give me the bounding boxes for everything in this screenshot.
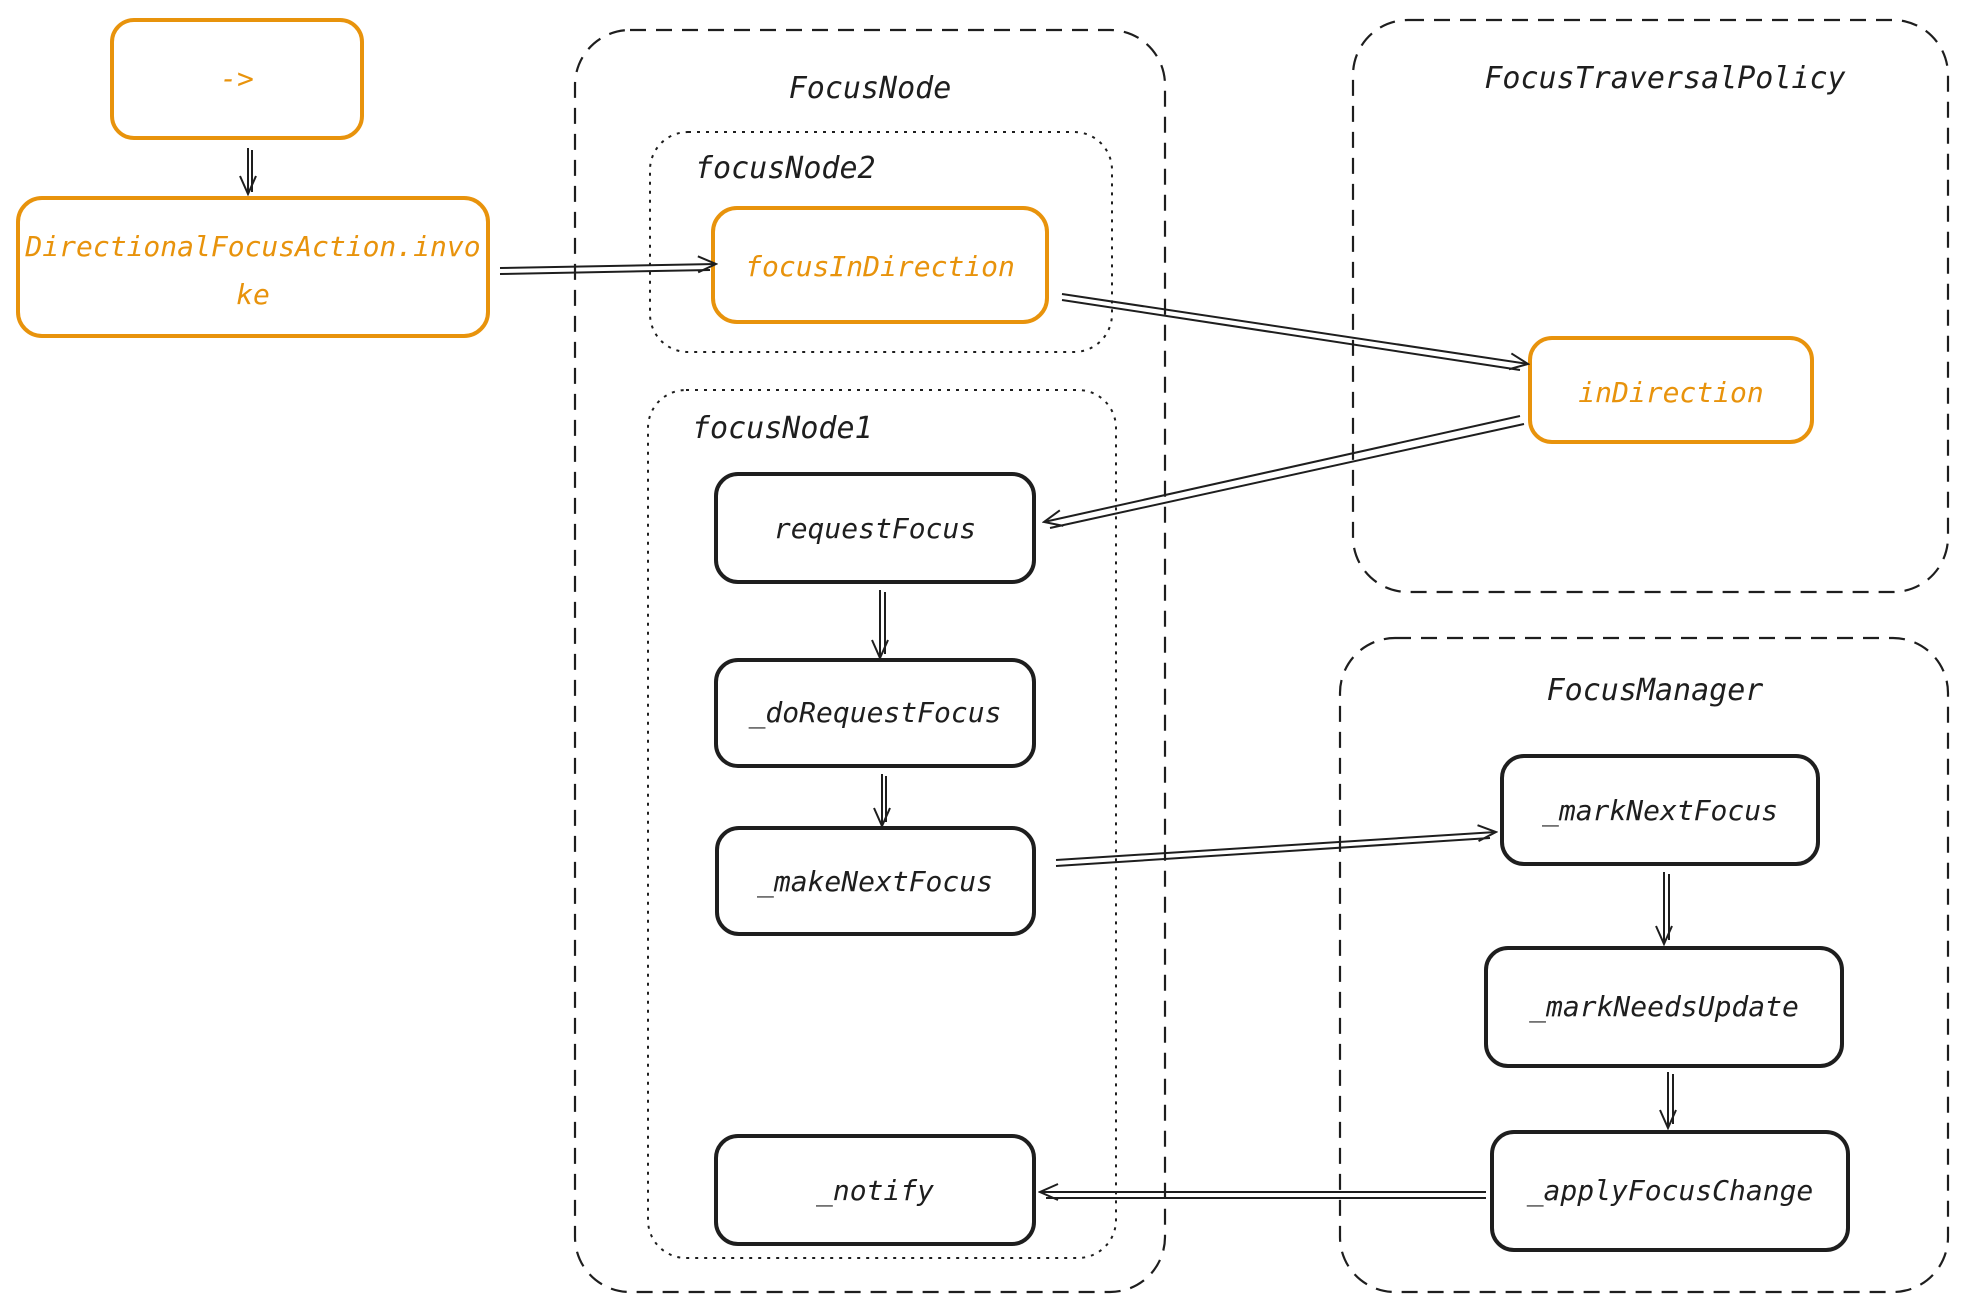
focus-traversal-policy-group-title: FocusTraversalPolicy [1484,61,1845,96]
directional-focus-action-label-line2: ke [236,278,270,311]
arrow-mark-next-focus-to-mark-needs-update [1664,872,1669,944]
focus-traversal-policy-group: FocusTraversalPolicy [1351,18,1950,594]
notify-node[interactable]: _notify [714,1134,1036,1246]
focus-in-direction-node[interactable]: focusInDirection [711,206,1049,324]
request-focus-label: requestFocus [774,512,976,545]
arrow-request-focus-to-do-request-focus [880,590,885,658]
in-direction-label: inDirection [1578,376,1763,409]
focus-in-direction-label: focusInDirection [745,250,1015,283]
do-request-focus-label: _doRequestFocus [749,696,1002,730]
mark-needs-update-node[interactable]: _markNeedsUpdate [1484,946,1844,1068]
arrow-focus-in-direction-to-in-direction [1061,293,1528,371]
arrow-apply-focus-change-to-notify [1040,1192,1486,1198]
start-node[interactable]: -> [110,18,364,140]
arrow-mark-needs-update-to-apply-focus-change [1668,1072,1673,1128]
make-next-focus-node[interactable]: _makeNextFocus [715,826,1036,936]
focus-manager-group: FocusManager [1338,636,1950,1294]
arrow-start-to-directional [248,148,252,194]
request-focus-node[interactable]: requestFocus [714,472,1036,584]
focus-node-group-title: FocusNode [789,71,952,106]
focus-node2-group-title: focusNode2 [695,151,876,186]
directional-focus-action-node[interactable]: DirectionalFocusAction.invo ke [16,196,490,338]
arrow-directional-to-focus-in-direction [499,264,716,275]
make-next-focus-label: _makeNextFocus [757,865,993,899]
directional-focus-action-label-line1: DirectionalFocusAction.invo [24,230,480,263]
mark-needs-update-label: _markNeedsUpdate [1529,990,1799,1024]
do-request-focus-node[interactable]: _doRequestFocus [714,658,1036,768]
arrow-in-direction-to-request-focus [1044,415,1525,529]
notify-label: _notify [816,1174,934,1208]
focus-node1-group: focusNode1 [647,389,1117,1259]
in-direction-node[interactable]: inDirection [1528,336,1814,444]
focus-manager-group-title: FocusManager [1547,673,1764,708]
mark-next-focus-node[interactable]: _markNextFocus [1500,754,1820,866]
mark-next-focus-label: _markNextFocus [1542,794,1778,828]
arrow-do-request-focus-to-make-next-focus [882,774,886,826]
focus-node-group: FocusNode [573,28,1167,1294]
focus-node1-group-title: focusNode1 [692,411,873,446]
focus-node2-group: focusNode2 [649,131,1113,353]
start-node-label: -> [220,62,254,95]
apply-focus-change-label: _applyFocusChange [1527,1174,1814,1208]
arrow-make-next-focus-to-mark-next-focus [1055,832,1496,867]
apply-focus-change-node[interactable]: _applyFocusChange [1490,1130,1850,1252]
